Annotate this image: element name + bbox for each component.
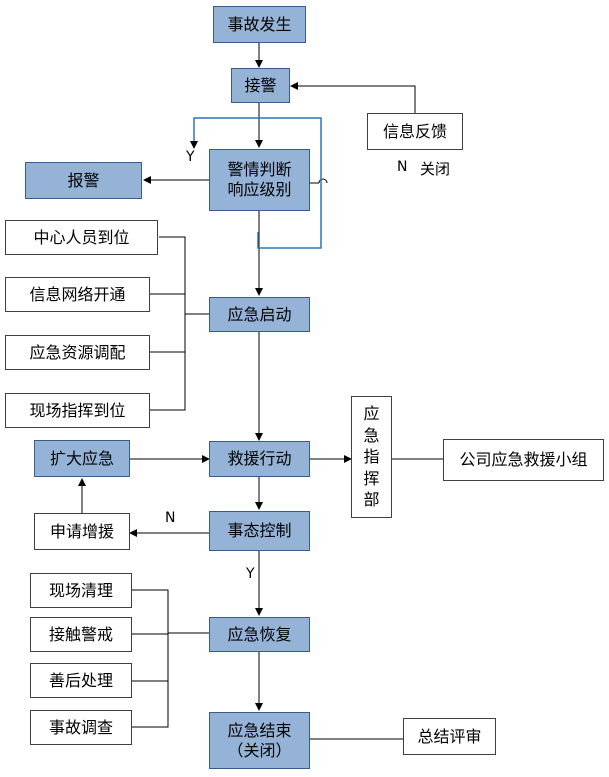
node-site-clean: 现场清理	[30, 573, 132, 608]
node-feedback-label: 信息反馈	[382, 121, 447, 141]
node-resource: 应急资源调配	[5, 335, 150, 370]
node-expand-label: 扩大应急	[49, 448, 114, 468]
node-end: 应急结束 （关闭）	[209, 712, 310, 769]
node-aftermath-label: 善后处理	[48, 670, 113, 690]
node-emergency-start-label: 应急启动	[227, 304, 292, 324]
node-control-label: 事态控制	[227, 521, 292, 540]
node-contact-alert: 接触警戒	[30, 617, 132, 652]
node-command-hq: 应 急 指 挥 部	[351, 396, 392, 518]
node-investigation: 事故调查	[30, 710, 132, 745]
node-receive-alarm-label: 接警	[244, 75, 277, 95]
node-rescue-label: 救援行动	[227, 449, 292, 468]
node-center-staff-label: 中心人员到位	[33, 227, 130, 247]
bracket-prep-group	[150, 236, 186, 411]
node-report: 报警	[25, 162, 142, 199]
label-close: 关闭	[420, 160, 451, 178]
node-feedback: 信息反馈	[367, 113, 463, 150]
node-judge: 警情判断 响应级别	[209, 149, 310, 211]
node-onsite-command: 现场指挥到位	[5, 393, 150, 428]
node-request: 申请增援	[34, 513, 130, 550]
node-command-hq-char: 指	[363, 447, 380, 467]
node-report-label: 报警	[67, 170, 100, 190]
label-no-close: N	[397, 159, 408, 175]
node-network-label: 信息网络开通	[29, 284, 126, 304]
node-resource-label: 应急资源调配	[29, 342, 126, 362]
node-recovery-label: 应急恢复	[227, 624, 292, 644]
node-company-team: 公司应急救援小组	[443, 439, 604, 481]
bracket-recovery-group	[132, 589, 169, 728]
node-receive-alarm: 接警	[231, 68, 290, 103]
node-emergency-start: 应急启动	[209, 297, 310, 332]
label-yes-control: Y	[246, 566, 255, 582]
line-crossover	[318, 178, 328, 184]
node-rescue: 救援行动	[209, 441, 310, 477]
node-site-clean-label: 现场清理	[48, 580, 113, 600]
node-aftermath: 善后处理	[30, 663, 132, 698]
node-request-label: 申请增援	[49, 521, 114, 541]
node-expand: 扩大应急	[34, 440, 130, 477]
node-command-hq-char: 急	[363, 425, 380, 445]
arrow-feedback-to-alarm	[290, 82, 416, 113]
node-control: 事态控制	[209, 511, 310, 551]
label-no-control: N	[165, 510, 176, 526]
node-center-staff: 中心人员到位	[5, 220, 158, 255]
node-contact-alert-label: 接触警戒	[48, 624, 113, 644]
node-company-team-label: 公司应急救援小组	[459, 450, 588, 469]
node-end-line1: 应急结束	[227, 720, 292, 740]
node-end-line2: （关闭）	[227, 740, 292, 760]
node-command-hq-char: 挥	[363, 468, 380, 488]
node-command-hq-char: 部	[363, 490, 380, 510]
node-review-label: 总结评审	[417, 726, 482, 746]
node-recovery: 应急恢复	[209, 617, 310, 652]
node-onsite-command-label: 现场指挥到位	[29, 400, 126, 420]
node-network: 信息网络开通	[5, 277, 150, 312]
label-yes-judge: Y	[186, 149, 195, 165]
loop-judge-yes	[193, 117, 322, 249]
node-review: 总结评审	[403, 718, 496, 755]
node-accident: 事故发生	[213, 6, 306, 43]
node-judge-line2: 响应级别	[227, 180, 292, 199]
node-investigation-label: 事故调查	[48, 717, 113, 737]
node-accident-label: 事故发生	[227, 14, 292, 34]
node-command-hq-char: 应	[363, 404, 380, 424]
node-judge-line1: 警情判断	[227, 160, 292, 179]
